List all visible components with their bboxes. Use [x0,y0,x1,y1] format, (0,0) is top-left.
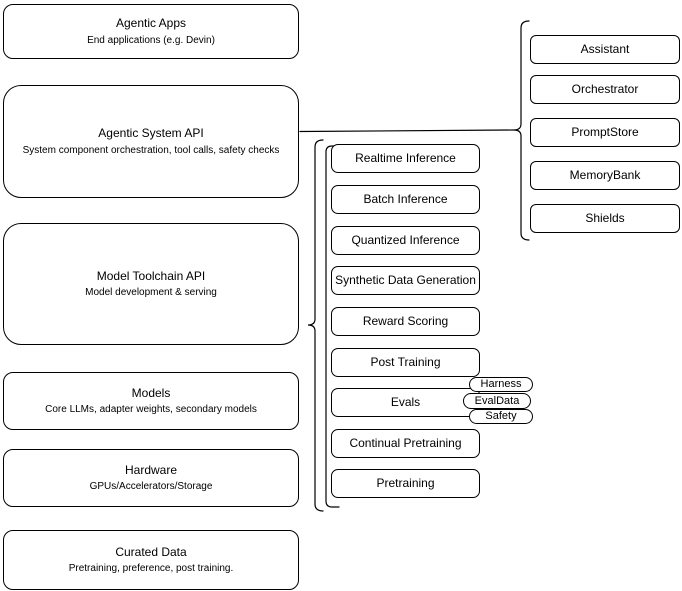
box-subtitle: End applications (e.g. Devin) [87,34,215,46]
pill-evaldata: EvalData [463,393,531,409]
box-title: Agentic Apps [115,16,187,31]
box-subtitle: Pretraining, preference, post training. [68,563,234,575]
box-title: Hardware [124,462,178,477]
box-hardware: Hardware GPUs/Accelerators/Storage [3,449,299,507]
pill-label: Safety [485,410,517,422]
box-subtitle: Model development & serving [85,287,217,299]
box-label: Reward Scoring [362,314,449,329]
box-model-toolchain-api: Model Toolchain API Model development & … [3,223,299,345]
pill-safety: Safety [469,409,533,424]
box-title: Agentic System API [98,126,204,141]
box-subtitle: System component orchestration, tool cal… [22,144,280,156]
box-pretraining: Pretraining [331,469,480,498]
box-curated-data: Curated Data Pretraining, preference, po… [3,530,299,590]
box-orchestrator: Orchestrator [530,75,680,104]
box-label: Post Training [370,355,441,370]
box-shields: Shields [530,204,680,233]
box-label: Shields [585,211,625,226]
box-title: Model Toolchain API [96,268,206,283]
box-continual-pretraining: Continual Pretraining [331,429,480,458]
box-label: Pretraining [376,476,435,491]
pill-label: EvalData [474,394,520,407]
box-label: PromptStore [571,125,639,140]
box-subtitle: GPUs/Accelerators/Storage [89,481,213,493]
toolchain-group-brace [307,139,324,512]
box-subtitle: Core LLMs, adapter weights, secondary mo… [45,404,257,416]
pill-label: Harness [480,378,522,390]
box-title: Models [131,385,171,400]
box-evals: Evals [331,388,480,417]
box-label: Realtime Inference [355,151,456,166]
box-quantized-inference: Quantized Inference [331,226,480,255]
box-batch-inference: Batch Inference [331,185,480,214]
box-agentic-system-api: Agentic System API System component orch… [3,85,299,198]
box-title: Curated Data [115,544,187,559]
box-assistant: Assistant [530,35,680,64]
box-memorybank: MemoryBank [530,161,680,190]
box-label: Batch Inference [363,192,448,207]
box-label: Evals [390,395,421,410]
box-models: Models Core LLMs, adapter weights, secon… [3,372,299,430]
box-label: Quantized Inference [351,233,460,248]
agentic-api-to-assistant-group-line [299,129,515,133]
pill-harness: Harness [469,377,533,392]
box-synthetic-data-generation: Synthetic Data Generation [331,266,480,295]
box-reward-scoring: Reward Scoring [331,307,480,336]
box-post-training: Post Training [331,348,480,377]
box-realtime-inference: Realtime Inference [331,144,480,173]
assistant-group-brace [513,20,530,241]
box-label: Orchestrator [571,82,639,97]
box-label: Synthetic Data Generation [335,273,476,288]
box-agentic-apps: Agentic Apps End applications (e.g. Devi… [3,4,299,59]
box-label: Continual Pretraining [349,436,462,451]
box-label: MemoryBank [569,168,641,183]
box-promptstore: PromptStore [530,118,680,147]
box-label: Assistant [580,42,630,57]
